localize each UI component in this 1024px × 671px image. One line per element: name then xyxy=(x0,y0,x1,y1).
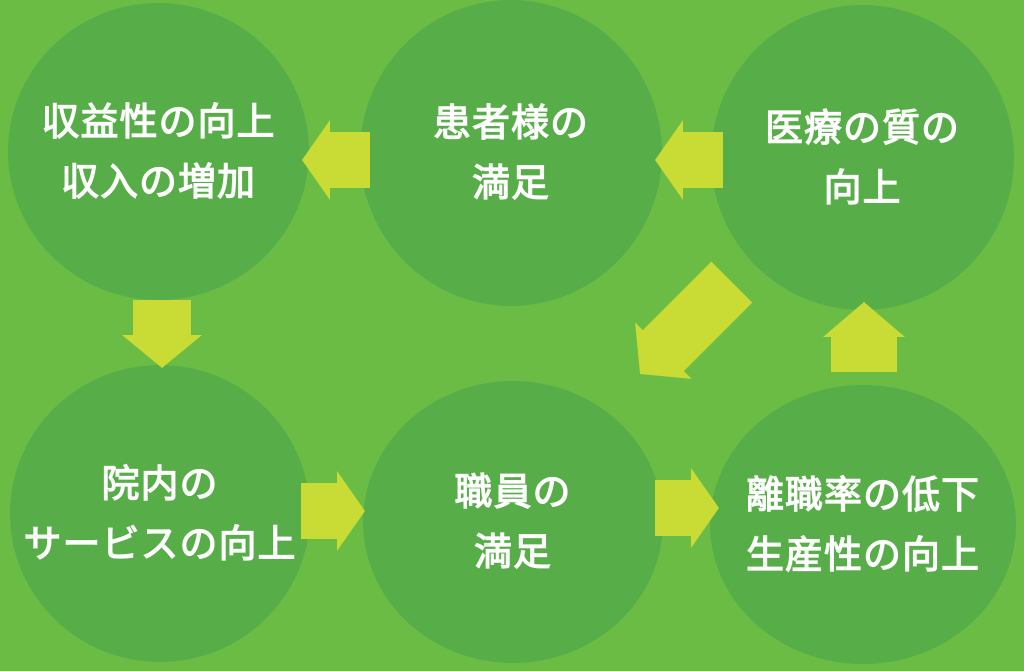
arrow-right-icon xyxy=(301,471,365,551)
node-staff-satisfaction-line1: 職員の xyxy=(454,470,572,514)
node-inhospital-service: 院内の サービスの向上 xyxy=(10,365,310,662)
arrow-left-icon xyxy=(655,120,723,200)
node-inhospital-service-line1: 院内の xyxy=(101,461,219,506)
node-profitability: 収益性の向上 収入の増加 xyxy=(8,3,309,300)
node-profitability-line2: 収入の増加 xyxy=(60,159,256,204)
node-profitability-line1: 収益性の向上 xyxy=(41,99,276,144)
node-patient-satisfaction-line2: 満足 xyxy=(471,161,550,205)
node-medical-quality: 医療の質の 向上 xyxy=(711,5,1014,310)
node-inhospital-service-line2: サービスの向上 xyxy=(23,521,297,566)
node-staff-satisfaction-line2: 満足 xyxy=(473,530,552,574)
node-staff-satisfaction: 職員の 満足 xyxy=(363,381,663,663)
arrow-left-icon xyxy=(302,120,370,200)
node-medical-quality-line2: 向上 xyxy=(823,165,902,210)
node-turnover-productivity: 離職率の低下 生産性の向上 xyxy=(710,385,1016,664)
node-turnover-productivity-line1: 離職率の低下 xyxy=(745,472,980,517)
arrow-down-icon xyxy=(122,300,202,368)
node-patient-satisfaction-line1: 患者様の xyxy=(432,101,589,145)
node-medical-quality-line1: 医療の質の xyxy=(764,105,960,150)
node-patient-satisfaction: 患者様の 満足 xyxy=(360,0,662,306)
arrow-down-left-icon xyxy=(612,254,760,402)
arrow-up-icon xyxy=(823,302,905,372)
node-turnover-productivity-line2: 生産性の向上 xyxy=(745,532,980,577)
arrow-right-icon xyxy=(655,468,719,548)
